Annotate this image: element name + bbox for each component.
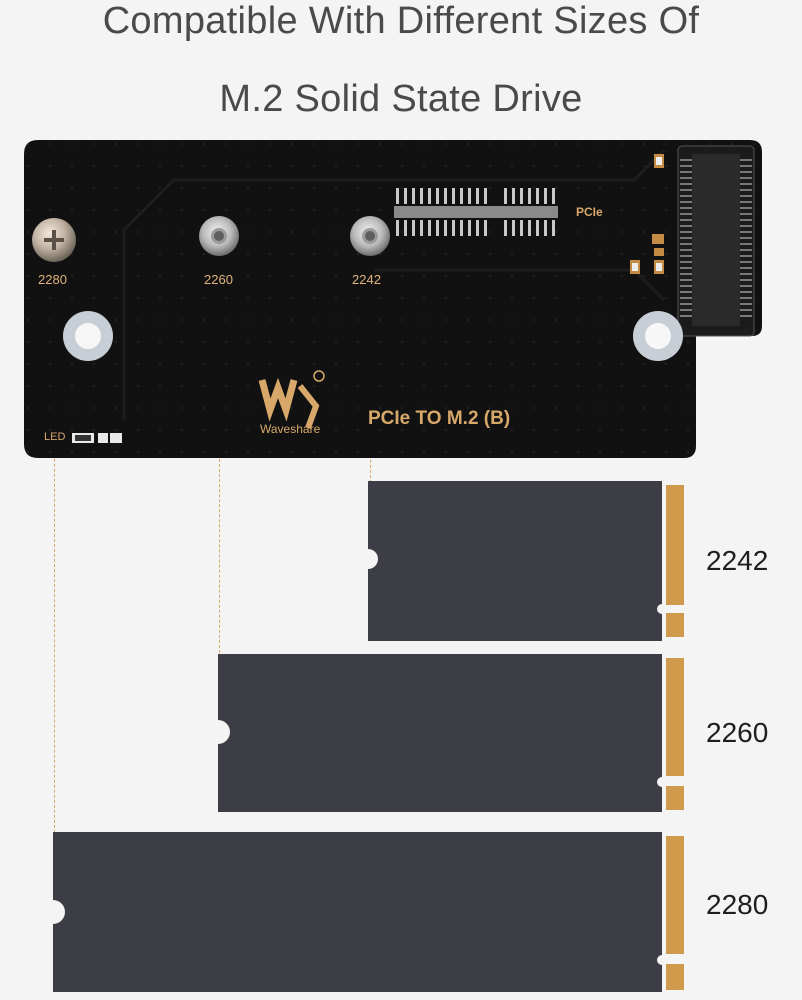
mount-label-2242: 2242 — [352, 272, 381, 287]
mount-label-2280: 2280 — [38, 272, 67, 287]
waveshare-brand-text: Waveshare — [260, 422, 321, 436]
guide-line-2280 — [54, 258, 55, 838]
ssd-2242 — [368, 481, 684, 641]
board-model-label: PCIe TO M.2 (B) — [368, 408, 511, 429]
heading-line-1: Compatible With Different Sizes Of — [102, 0, 700, 42]
guide-line-2260 — [219, 258, 220, 658]
ssd-size-label-2242: 2242 — [706, 545, 769, 576]
led-label: LED — [44, 431, 66, 443]
ssd-size-label-2260: 2260 — [706, 717, 769, 748]
ssd-2260 — [218, 654, 684, 812]
pcie-to-m2-adapter-board: 2280 2260 2242 PCIe Waveshare PCIe TO M.… — [24, 140, 764, 458]
ssd-size-label-2280: 2280 — [706, 889, 769, 920]
pcie-silkscreen-label: PCIe — [576, 205, 603, 219]
ssd-2280 — [53, 832, 684, 992]
heading-line-2: M.2 Solid State Drive — [219, 78, 583, 120]
mount-label-2260: 2260 — [204, 272, 233, 287]
pcb-graphic — [24, 140, 762, 458]
